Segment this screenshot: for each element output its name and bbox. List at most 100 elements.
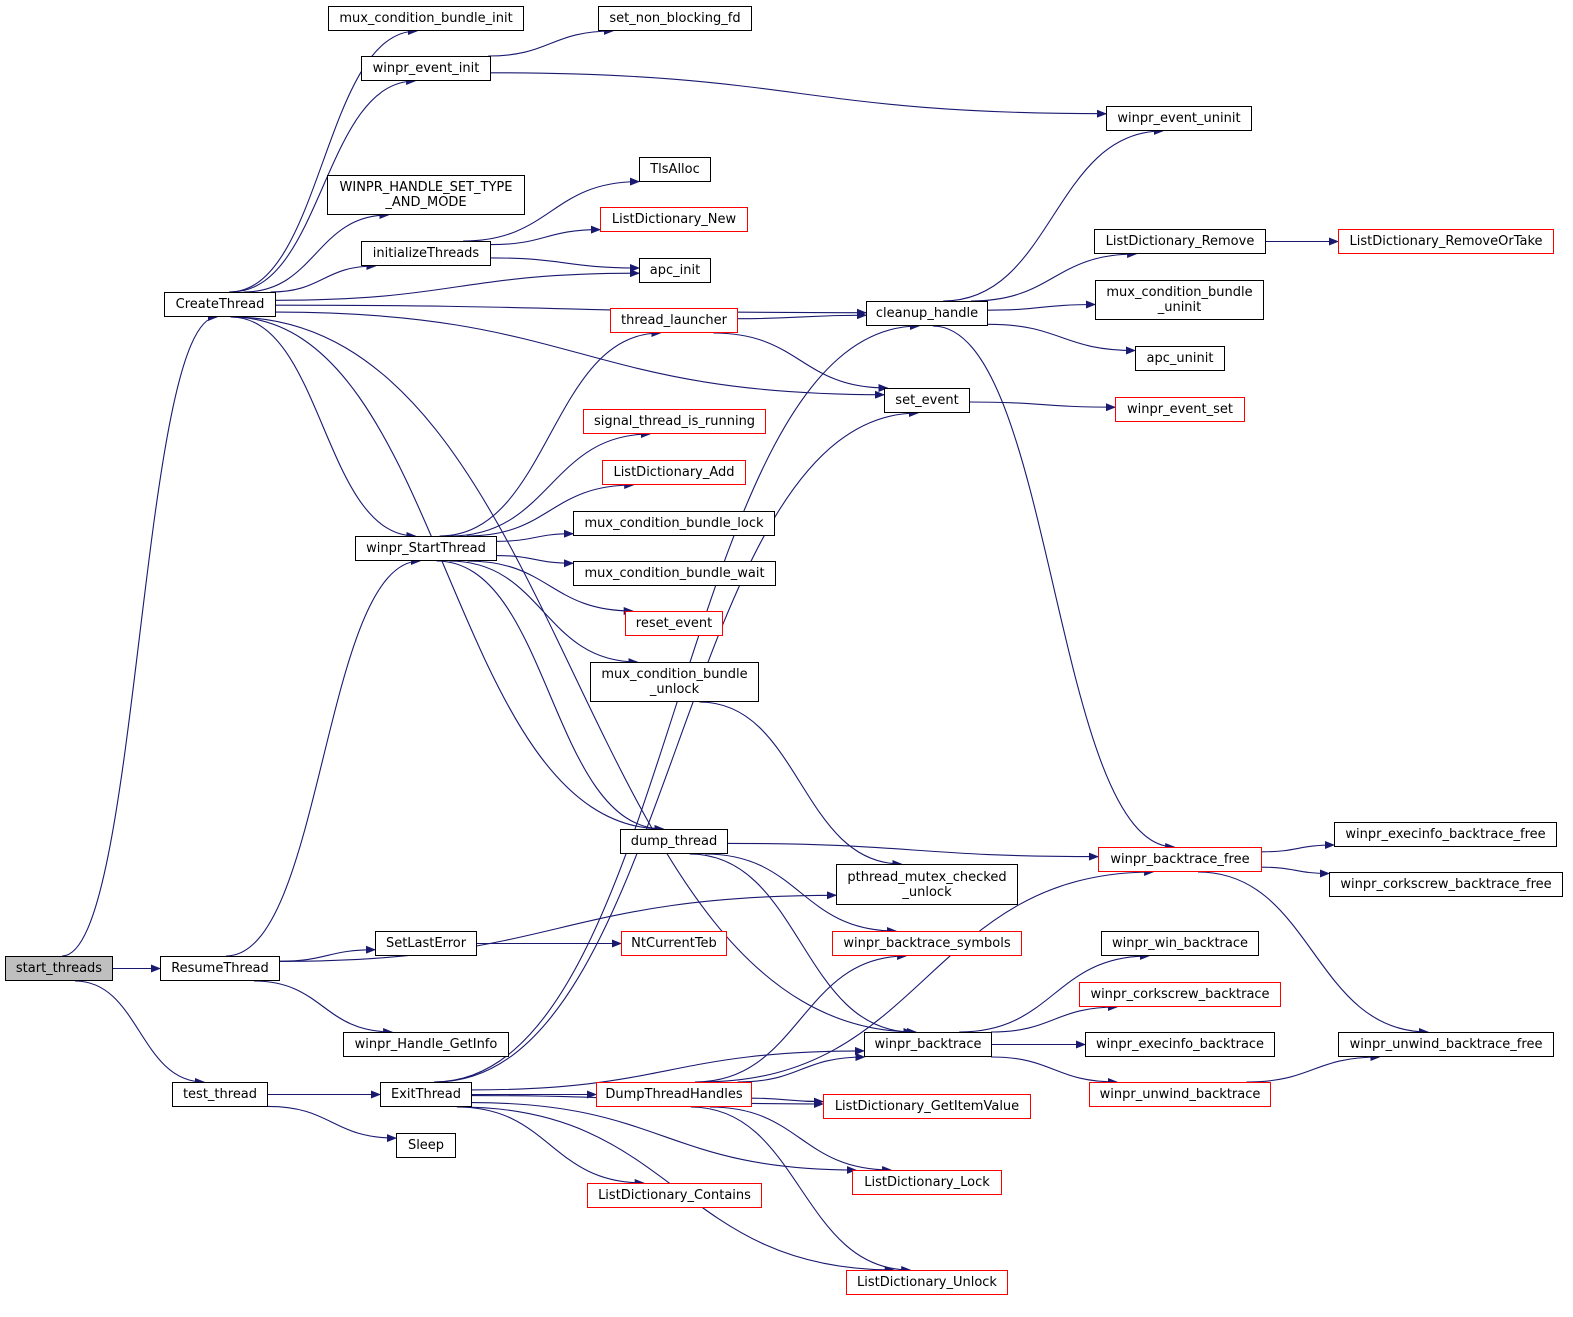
edge-test-thread-to-sleep bbox=[267, 1105, 397, 1143]
node-ntcurrentteb[interactable]: NtCurrentTeb bbox=[621, 931, 727, 956]
node-reset-event[interactable]: reset_event bbox=[625, 611, 723, 636]
node-winpr-event-uninit[interactable]: winpr_event_uninit bbox=[1106, 106, 1252, 131]
node-sleep[interactable]: Sleep bbox=[396, 1133, 456, 1158]
node-winpr-execinfo-backtrace[interactable]: winpr_execinfo_backtrace bbox=[1085, 1032, 1275, 1057]
edge-winpr-backtrace-to-winpr-corkscrew-backtrace bbox=[990, 1003, 1118, 1033]
node-mux-condition-bundle-wait[interactable]: mux_condition_bundle_wait bbox=[573, 561, 776, 586]
edge-resumethread-to-pthread-mutex-checked-unlock bbox=[279, 891, 837, 962]
edge-createthread-to-cleanup-handle bbox=[275, 304, 867, 317]
node-winpr-execinfo-backtrace-free[interactable]: winpr_execinfo_backtrace_free bbox=[1334, 822, 1557, 847]
edge-winpr-startthread-to-mux-condition-bundle-lock bbox=[496, 529, 574, 542]
node-pthread-mutex-checked-unlock[interactable]: pthread_mutex_checked _unlock bbox=[836, 864, 1018, 905]
edge-initializethreads-to-apc-init bbox=[490, 257, 640, 272]
node-winpr-event-set[interactable]: winpr_event_set bbox=[1115, 397, 1245, 422]
edge-dump-thread-to-winpr-backtrace-symbols bbox=[704, 853, 897, 935]
node-listdictionary-getitemvalue[interactable]: ListDictionary_GetItemValue bbox=[823, 1094, 1031, 1119]
node-winpr-unwind-backtrace-free[interactable]: winpr_unwind_backtrace_free bbox=[1338, 1032, 1554, 1057]
node-listdictionary-removeortake[interactable]: ListDictionary_RemoveOrTake bbox=[1338, 229, 1554, 254]
node-listdictionary-add[interactable]: ListDictionary_Add bbox=[602, 460, 746, 485]
edge-winpr-startthread-to-thread-launcher bbox=[439, 329, 662, 537]
edge-start-threads-to-createthread bbox=[61, 313, 218, 957]
node-listdictionary-contains[interactable]: ListDictionary_Contains bbox=[587, 1183, 762, 1208]
node-mux-condition-bundle-uninit[interactable]: mux_condition_bundle _uninit bbox=[1095, 280, 1264, 320]
edge-createthread-to-winpr-handle-set-type-and-mode bbox=[243, 211, 390, 293]
node-winpr-corkscrew-backtrace-free[interactable]: winpr_corkscrew_backtrace_free bbox=[1329, 872, 1563, 897]
node-listdictionary-unlock[interactable]: ListDictionary_Unlock bbox=[846, 1270, 1008, 1295]
node-listdictionary-remove[interactable]: ListDictionary_Remove bbox=[1094, 229, 1266, 254]
node-setlasterror[interactable]: SetLastError bbox=[375, 931, 477, 956]
edge-createthread-to-winpr-event-init bbox=[230, 77, 417, 293]
edge-exitthread-to-cleanup-handle bbox=[433, 322, 920, 1083]
edge-start-threads-to-test-thread bbox=[74, 980, 205, 1086]
edge-initializethreads-to-tlsalloc bbox=[463, 177, 640, 242]
node-createthread[interactable]: CreateThread bbox=[164, 292, 276, 317]
edge-winpr-backtrace-free-to-winpr-unwind-backtrace-free bbox=[1197, 871, 1429, 1036]
edge-dumpthreadhandles-to-listdictionary-getitemvalue bbox=[751, 1097, 824, 1106]
edge-exitthread-to-set-event bbox=[434, 409, 919, 1083]
edge-winpr-backtrace-free-to-winpr-corkscrew-backtrace-free bbox=[1261, 866, 1330, 878]
node-listdictionary-new[interactable]: ListDictionary_New bbox=[600, 207, 748, 232]
edge-exitthread-to-listdictionary-lock bbox=[471, 1102, 857, 1174]
node-winpr-event-init[interactable]: winpr_event_init bbox=[361, 56, 491, 81]
edge-winpr-startthread-to-mux-condition-bundle-wait bbox=[496, 555, 574, 568]
node-thread-launcher[interactable]: thread_launcher bbox=[610, 308, 738, 333]
edge-resumethread-to-winpr-handle-getinfo bbox=[253, 980, 394, 1036]
edge-createthread-to-apc-init bbox=[275, 269, 640, 301]
edge-createthread-to-winpr-backtrace bbox=[231, 316, 917, 1036]
node-winpr-corkscrew-backtrace[interactable]: winpr_corkscrew_backtrace bbox=[1079, 982, 1281, 1007]
node-set-event[interactable]: set_event bbox=[884, 388, 970, 413]
edge-dumpthreadhandles-to-listdictionary-lock bbox=[709, 1106, 893, 1174]
node-winpr-unwind-backtrace[interactable]: winpr_unwind_backtrace bbox=[1089, 1082, 1271, 1107]
node-winpr-backtrace[interactable]: winpr_backtrace bbox=[864, 1032, 992, 1057]
edge-winpr-backtrace-free-to-winpr-execinfo-backtrace-free bbox=[1261, 841, 1335, 853]
edge-thread-launcher-to-cleanup-handle bbox=[737, 311, 867, 320]
node-apc-init[interactable]: apc_init bbox=[639, 258, 711, 283]
node-initializethreads[interactable]: initializeThreads bbox=[361, 241, 491, 266]
node-tlsalloc[interactable]: TlsAlloc bbox=[639, 157, 711, 182]
edge-winpr-event-init-to-set-non-blocking-fd bbox=[488, 27, 614, 57]
edge-winpr-startthread-to-listdictionary-add bbox=[466, 481, 635, 537]
edge-exitthread-to-winpr-backtrace bbox=[471, 1046, 865, 1091]
edge-winpr-startthread-to-signal-thread-is-running bbox=[450, 430, 651, 537]
edge-cleanup-handle-to-winpr-backtrace-free bbox=[932, 325, 1176, 851]
node-dumpthreadhandles[interactable]: DumpThreadHandles bbox=[596, 1082, 752, 1107]
edge-thread-launcher-to-set-event bbox=[713, 332, 889, 392]
node-winpr-backtrace-free[interactable]: winpr_backtrace_free bbox=[1098, 847, 1262, 872]
node-mux-condition-bundle-lock[interactable]: mux_condition_bundle_lock bbox=[573, 511, 775, 536]
edge-winpr-backtrace-to-winpr-win-backtrace bbox=[959, 952, 1150, 1033]
node-exitthread[interactable]: ExitThread bbox=[380, 1082, 472, 1107]
edge-winpr-startthread-to-mux-condition-bundle-unlock bbox=[449, 560, 639, 666]
node-mux-condition-bundle-unlock[interactable]: mux_condition_bundle _unlock bbox=[590, 662, 759, 702]
node-winpr-handle-getinfo[interactable]: winpr_Handle_GetInfo bbox=[343, 1032, 509, 1057]
node-winpr-startthread[interactable]: winpr_StartThread bbox=[355, 536, 497, 561]
edge-cleanup-handle-to-listdictionary-remove bbox=[970, 250, 1138, 302]
edge-dumpthreadhandles-to-winpr-backtrace-symbols bbox=[694, 952, 908, 1083]
edge-dumpthreadhandles-to-winpr-backtrace bbox=[737, 1053, 866, 1083]
edge-winpr-backtrace-to-winpr-unwind-backtrace bbox=[990, 1056, 1118, 1086]
edge-createthread-to-mux-condition-bundle-init bbox=[228, 27, 418, 293]
node-winpr-backtrace-symbols[interactable]: winpr_backtrace_symbols bbox=[832, 931, 1022, 956]
edge-winpr-startthread-to-dump-thread bbox=[436, 560, 665, 833]
edge-createthread-to-initializethreads bbox=[270, 262, 377, 293]
node-start-threads: start_threads bbox=[5, 956, 113, 981]
node-resumethread[interactable]: ResumeThread bbox=[160, 956, 280, 981]
node-dump-thread[interactable]: dump_thread bbox=[620, 829, 728, 854]
edge-dumpthreadhandles-to-winpr-backtrace-free bbox=[700, 868, 1155, 1083]
node-winpr-win-backtrace[interactable]: winpr_win_backtrace bbox=[1101, 931, 1259, 956]
edge-resumethread-to-winpr-startthread bbox=[226, 557, 421, 957]
edge-exitthread-to-listdictionary-contains bbox=[456, 1106, 645, 1187]
node-apc-uninit[interactable]: apc_uninit bbox=[1135, 346, 1225, 371]
edge-dump-thread-to-winpr-backtrace bbox=[689, 853, 914, 1036]
node-set-non-blocking-fd[interactable]: set_non_blocking_fd bbox=[598, 6, 752, 31]
node-winpr-handle-set-type-and-mode[interactable]: WINPR_HANDLE_SET_TYPE _AND_MODE bbox=[327, 175, 525, 215]
edge-set-event-to-winpr-event-set bbox=[969, 401, 1116, 412]
node-mux-condition-bundle-init[interactable]: mux_condition_bundle_init bbox=[328, 6, 524, 31]
node-cleanup-handle[interactable]: cleanup_handle bbox=[866, 301, 988, 326]
edge-winpr-unwind-backtrace-to-winpr-unwind-backtrace-free bbox=[1246, 1053, 1381, 1083]
node-test-thread[interactable]: test_thread bbox=[172, 1082, 268, 1107]
edge-cleanup-handle-to-mux-condition-bundle-uninit bbox=[987, 300, 1096, 311]
node-listdictionary-lock[interactable]: ListDictionary_Lock bbox=[852, 1170, 1002, 1195]
node-signal-thread-is-running[interactable]: signal_thread_is_running bbox=[583, 409, 766, 434]
